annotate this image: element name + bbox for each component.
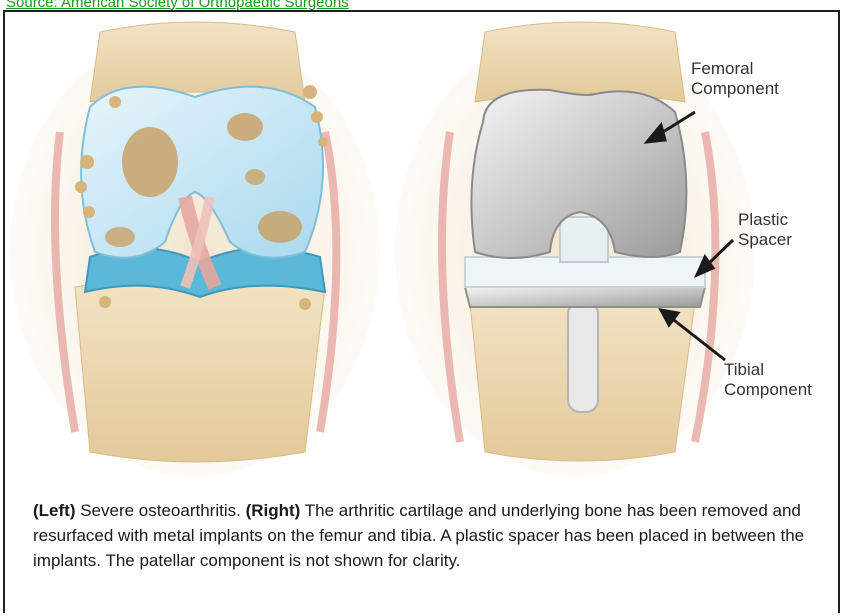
caption-left-tag: (Left) (33, 501, 75, 520)
label-line: Plastic (738, 210, 792, 230)
label-line: Spacer (738, 230, 792, 250)
label-line: Component (691, 79, 779, 99)
label-line: Tibial (724, 360, 812, 380)
figure-caption: (Left) Severe osteoarthritis. (Right) Th… (33, 498, 823, 573)
label-femoral-component: Femoral Component (691, 59, 779, 99)
arthritic-knee (10, 22, 380, 477)
label-plastic-spacer: Plastic Spacer (738, 210, 792, 250)
caption-left-text: Severe osteoarthritis. (75, 501, 245, 520)
figure-frame: Femoral Component Plastic Spacer Tibial … (3, 10, 840, 613)
caption-right-tag: (Right) (246, 501, 301, 520)
label-line: Femoral (691, 59, 779, 79)
label-line: Component (724, 380, 812, 400)
label-tibial-component: Tibial Component (724, 360, 812, 400)
